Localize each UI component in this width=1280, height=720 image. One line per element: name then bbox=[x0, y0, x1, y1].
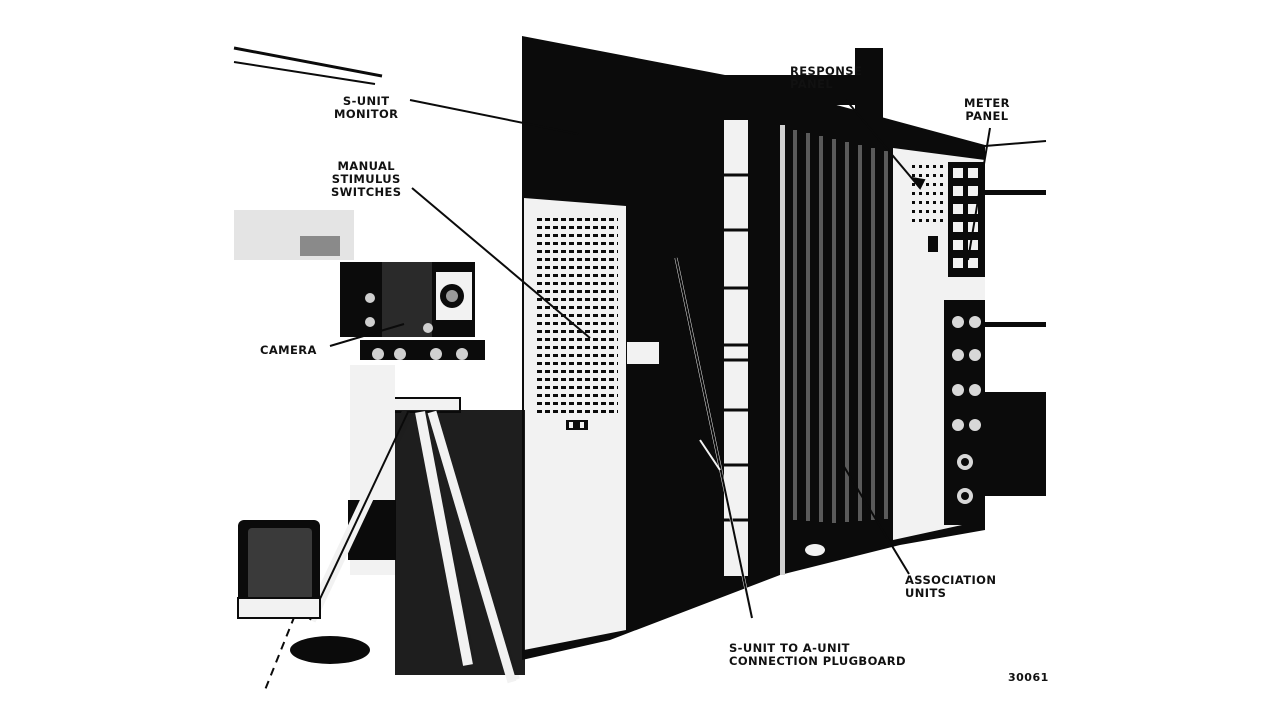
label-association-units: ASSOCIATION UNITS bbox=[905, 573, 997, 600]
perceptron-cabinet bbox=[522, 36, 985, 660]
label-response-panel: RESPONSE PANEL bbox=[790, 64, 863, 91]
label-s-unit-monitor: S-UNIT MONITOR bbox=[334, 94, 399, 121]
label-plugboard: S-UNIT TO A-UNIT CONNECTION PLUGBOARD bbox=[729, 641, 906, 668]
label-meter-panel: METER PANEL bbox=[964, 96, 1010, 123]
leader-lines bbox=[329, 99, 991, 619]
figure-number: 30061 bbox=[1008, 671, 1049, 684]
camera-on-tripod bbox=[264, 262, 525, 691]
association-unit-racks bbox=[793, 130, 888, 523]
label-manual-stimulus-switches: MANUAL STIMULUS SWITCHES bbox=[331, 159, 402, 199]
room-background bbox=[233, 46, 1047, 496]
stool bbox=[237, 520, 321, 619]
label-camera: CAMERA bbox=[260, 343, 317, 357]
vent-grille bbox=[536, 218, 618, 418]
